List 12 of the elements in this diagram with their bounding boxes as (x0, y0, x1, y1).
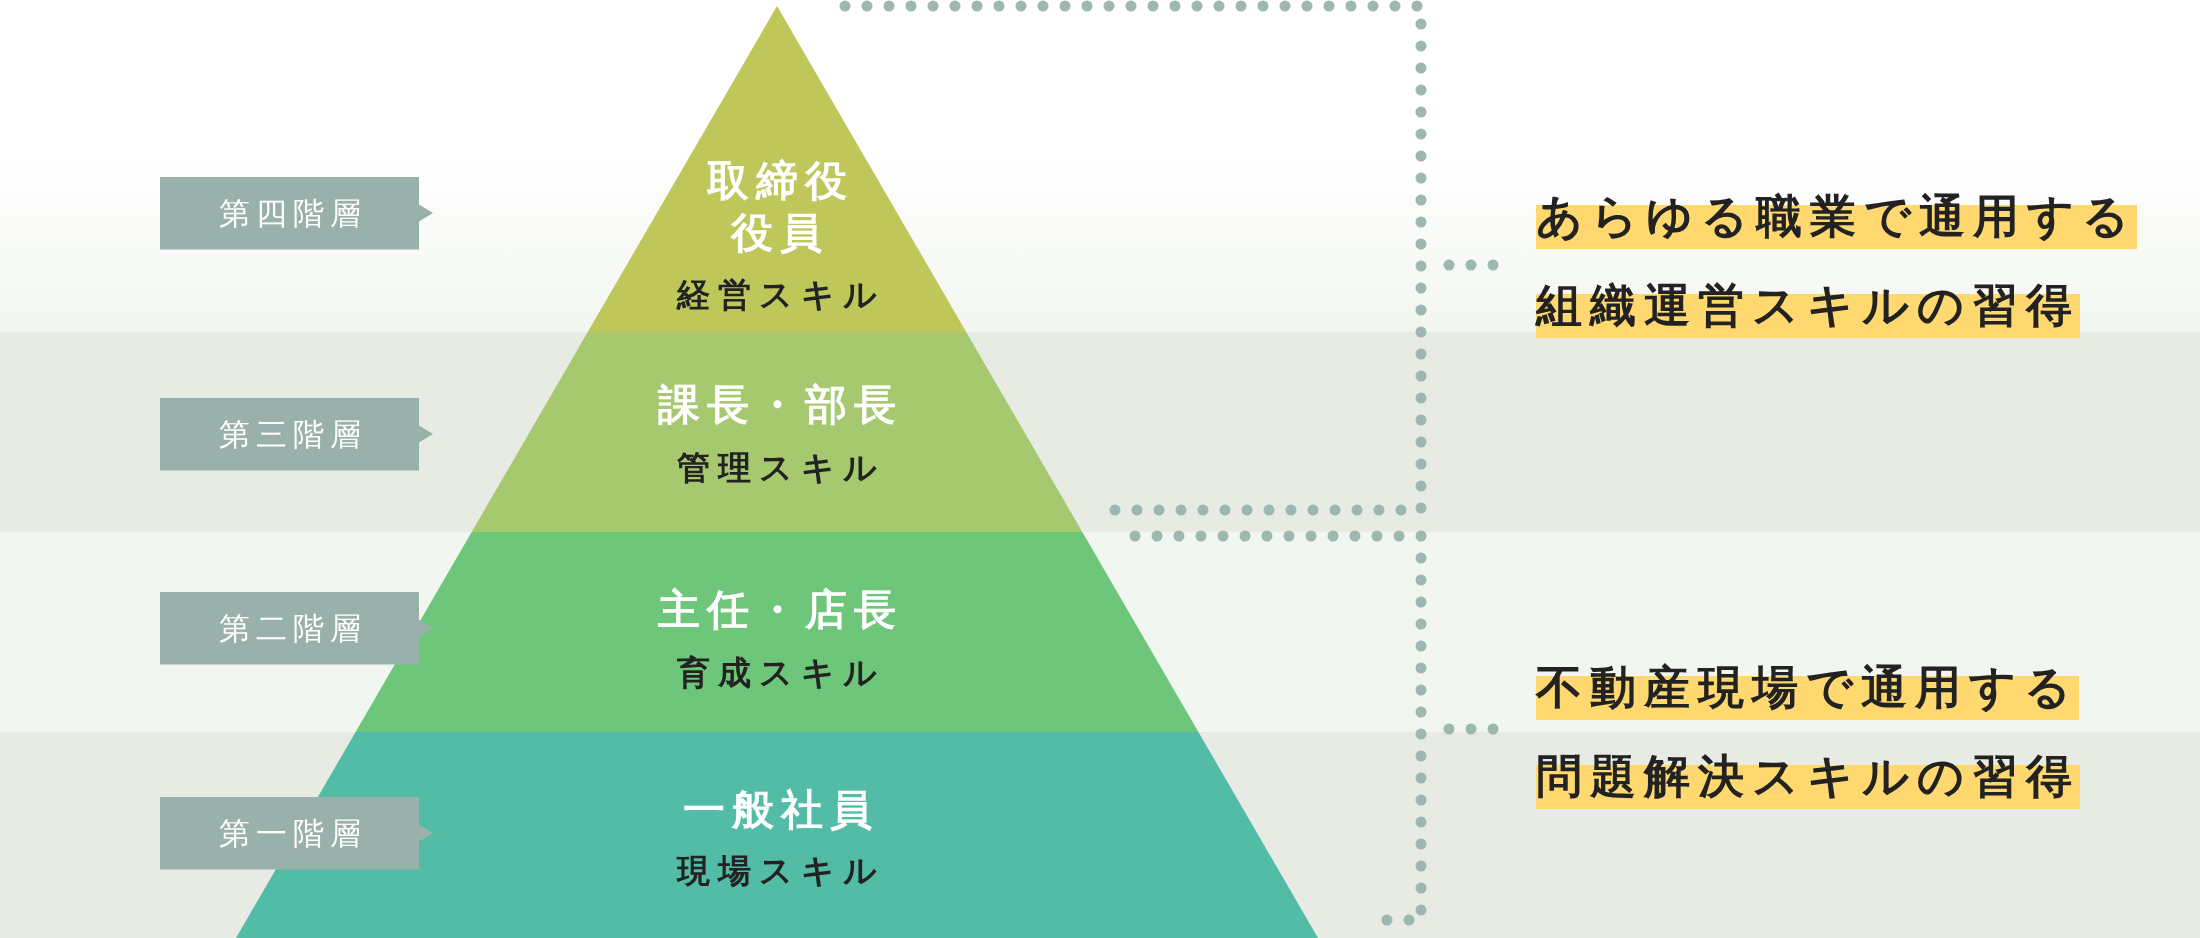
tier-title: 主任・店長 (657, 584, 903, 636)
skill-label: 経営スキル (675, 275, 885, 315)
tier-title: 一般社員 (681, 784, 879, 836)
level-tag: 第二階層 (160, 591, 433, 665)
skill-label: 育成スキル (676, 653, 885, 693)
level-tag: 第一階層 (160, 796, 433, 870)
tier-title: 取締役役員 (705, 154, 855, 259)
level-tag: 第四階層 (160, 176, 433, 250)
skill-label: 現場スキル (675, 851, 885, 891)
tier-title: 課長・部長 (656, 379, 903, 431)
level-tag: 第三階層 (160, 397, 433, 471)
skill-label: 管理スキル (676, 448, 885, 488)
